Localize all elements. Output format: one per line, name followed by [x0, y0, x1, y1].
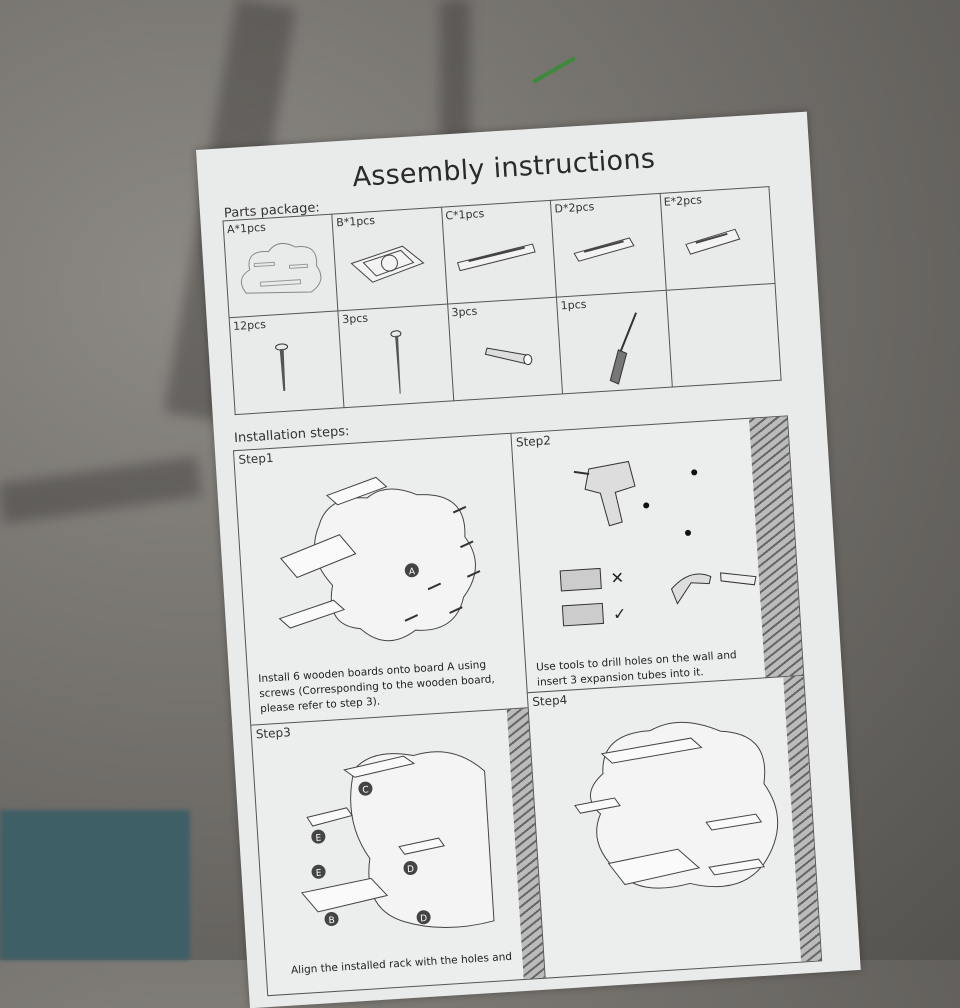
part-cell: 3pcs — [338, 304, 454, 408]
board-d-illustration — [573, 237, 635, 262]
step-3-illustration: C E E D B D — [300, 751, 495, 929]
part-cell: E*2pcs — [659, 186, 776, 291]
long-screw-icon — [390, 330, 402, 394]
expansion-tube-icon — [484, 347, 533, 366]
callout-c: C — [362, 785, 369, 795]
step-title: Step4 — [531, 692, 568, 709]
step-1-panel: Step1 A Install 6 wooden boards onto boa… — [232, 432, 530, 727]
teal-fabric — [0, 810, 190, 960]
part-cell: 3pcs — [447, 297, 563, 401]
fabric-fold — [0, 456, 202, 524]
callout-d: D — [420, 914, 428, 924]
part-label: 3pcs — [451, 304, 478, 320]
part-cell: A*1pcs — [223, 214, 339, 318]
step-4-illustration — [574, 721, 779, 889]
step-title: Step2 — [515, 433, 552, 450]
callout-b: B — [328, 916, 335, 926]
part-label: C*1pcs — [445, 207, 485, 223]
part-label: D*2pcs — [554, 200, 595, 216]
cloud-board-illustration — [240, 242, 322, 294]
drill-icon — [584, 460, 636, 527]
callout-d: D — [407, 865, 415, 875]
correct-mark-icon: ✓ — [612, 604, 627, 624]
step-title: Step1 — [238, 450, 274, 467]
wall-hatch — [783, 675, 822, 962]
fabric-fold — [440, 0, 470, 140]
part-cell: 1pcs — [556, 290, 672, 394]
callout-a: A — [409, 567, 417, 577]
part-label: 3pcs — [341, 311, 369, 327]
step-3-text: Align the installed rack with the holes … — [290, 950, 513, 977]
part-cell-empty — [665, 283, 782, 388]
step-4-panel: Step4 — [526, 674, 823, 979]
step-3-panel: Step3 C E E D B D Align the installed ra… — [250, 707, 547, 997]
instruction-sheet: Assembly instructions Parts package: A*1… — [196, 111, 861, 1008]
part-label: B*1pcs — [335, 213, 376, 230]
long-board-illustration — [456, 243, 536, 272]
step-1-text: Install 6 wooden boards onto board A usi… — [257, 658, 496, 716]
short-screw-icon — [275, 343, 289, 391]
step-1-illustration: A — [278, 476, 481, 642]
callout-e: E — [316, 869, 323, 879]
step-title: Step3 — [255, 725, 292, 742]
part-cell: D*2pcs — [550, 193, 666, 298]
grass-blade — [532, 56, 576, 84]
step-2-illustration: ✕ ✓ — [559, 460, 757, 627]
hammer-icon — [670, 573, 712, 605]
part-label: A*1pcs — [226, 220, 267, 237]
tray-board-illustration — [350, 245, 425, 283]
part-cell: 12pcs — [229, 310, 345, 415]
installation-steps-label: Installation steps: — [233, 423, 350, 447]
steps-grid: Step1 A Install 6 wooden boards onto boa… — [226, 406, 823, 997]
part-cell: B*1pcs — [332, 207, 448, 311]
step-2-panel: Step2 ✕ ✓ Use tools to drill holes on th… — [510, 415, 805, 695]
parts-table: A*1pcs B*1pcs C*1pcs D*2pcs E*2pcs 12pcs… — [222, 186, 782, 415]
part-label: 12pcs — [232, 317, 267, 334]
part-cell: C*1pcs — [441, 200, 557, 305]
part-label: E*2pcs — [663, 193, 703, 209]
screwdriver-icon — [609, 312, 638, 385]
wrong-mark-icon: ✕ — [610, 568, 625, 588]
callout-e: E — [315, 833, 322, 843]
part-label: 1pcs — [560, 297, 587, 313]
board-e-illustration — [684, 228, 740, 255]
